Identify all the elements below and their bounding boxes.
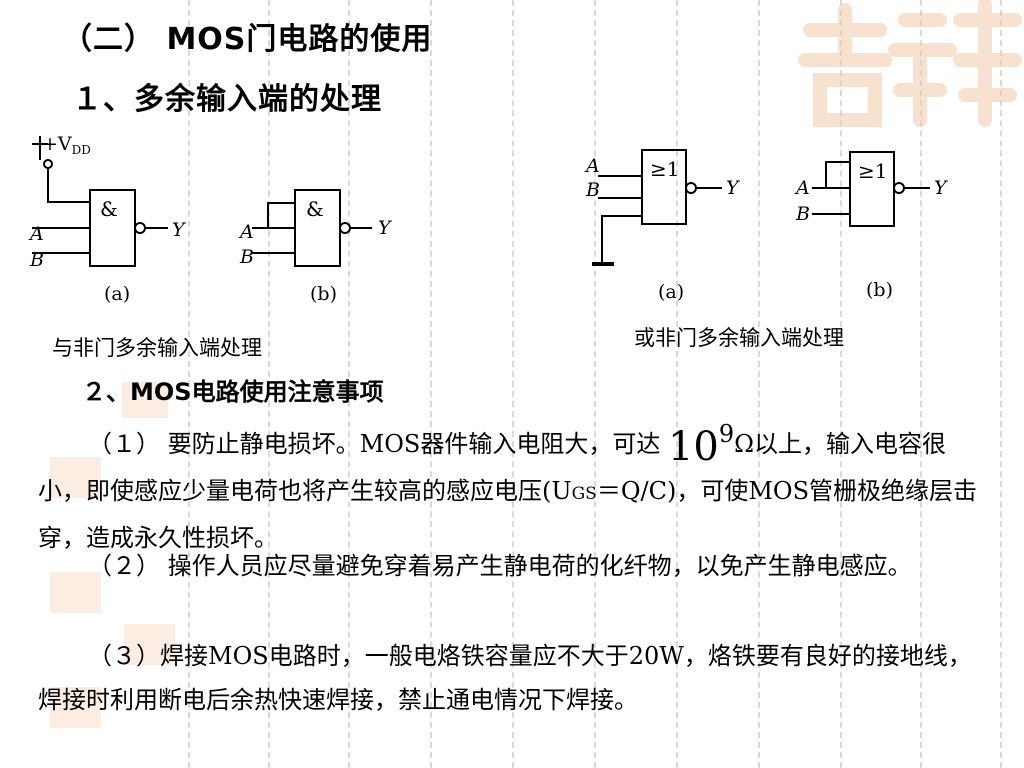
- paragraph-1-part-a: （１） 要防止静电损坏。MOS器件输入电阻大，可达: [88, 430, 668, 458]
- gate-symbol-a: ≥1: [650, 157, 679, 181]
- figure-label-b: (b): [310, 283, 337, 305]
- tied-inputs-wire-b: [825, 161, 850, 188]
- gate-symbol-b: &: [306, 197, 324, 221]
- label-input-a-b: A: [794, 177, 810, 199]
- watermark-seal-small-4: [124, 624, 175, 665]
- label-input-b-b: B: [795, 203, 810, 225]
- section-title: （二） MOS门电路的使用: [62, 22, 433, 57]
- label-output-a: Y: [726, 177, 741, 199]
- vdd-wire: [47, 168, 90, 203]
- section2-title: ２、MOS电路使用注意事项: [82, 378, 384, 406]
- label-input-b-b: B: [239, 246, 254, 268]
- vdd-label: +VDD: [42, 133, 91, 157]
- label-input-a-b: A: [238, 221, 254, 243]
- nand-caption: 与非门多余输入端处理: [52, 336, 262, 360]
- label-input-a-a: A: [28, 223, 44, 245]
- output-bubble-a: [685, 182, 697, 194]
- paragraph-1-part-b: Ω以上，输入电容很小，即使感应少量电荷也将产生较高的感应电压(U: [38, 430, 947, 505]
- paragraph-1: （１） 要防止静电损坏。MOS器件输入电阻大，可达 109Ω以上，输入电容很小，…: [38, 412, 978, 560]
- nand-diagrams: +VDD & A B Y & A B Y (a) (b): [28, 133, 393, 305]
- label-input-b-a: B: [29, 249, 44, 271]
- power-of-ten: 109: [667, 420, 735, 470]
- figure-label-a: (a): [104, 283, 130, 305]
- nor-diagrams: ≥1 A B Y ≥1 A B Y (a) (b): [584, 149, 949, 303]
- nor-caption: 或非门多余输入端处理: [634, 326, 844, 350]
- ground-wire: [601, 215, 642, 264]
- watermark-seal-small-1: [122, 382, 168, 418]
- gate-symbol-a: &: [100, 197, 118, 221]
- figure-label-a: (a): [658, 281, 684, 303]
- label-input-a-a: A: [584, 155, 600, 177]
- watermark-seal-small-5: [50, 687, 101, 728]
- paragraph-1-part-c: ＝Q/C)，可使MOS管栅极绝缘层击穿，造成永久性损坏。: [38, 477, 978, 552]
- subsection-title: １、多余输入端的处理: [72, 82, 382, 117]
- figure-label-b: (b): [866, 279, 893, 301]
- paragraph-3-text: （３）焊接MOS电路时，一般电烙铁容量应不大于20W，烙铁要有良好的接地线，焊接…: [38, 642, 972, 714]
- label-output-b: Y: [378, 217, 393, 239]
- tied-inputs-wire-b: [267, 202, 295, 228]
- paragraph-2-text: （２） 操作人员应尽量避免穿着易产生静电荷的化纤物，以免产生静电感应。: [88, 552, 912, 580]
- watermark-seal-large: [798, 0, 1022, 127]
- paragraph-3: （３）焊接MOS电路时，一般电烙铁容量应不大于20W，烙铁要有良好的接地线，焊接…: [38, 634, 978, 722]
- vdd-terminal: [43, 159, 53, 169]
- output-bubble-b: [893, 182, 905, 194]
- output-bubble-b: [339, 222, 351, 234]
- watermark-seal-small-3: [50, 572, 101, 613]
- label-output-a: Y: [172, 219, 187, 241]
- paragraph-2: （２） 操作人员应尽量避免穿着易产生静电荷的化纤物，以免产生静电感应。: [38, 544, 978, 588]
- label-input-b-a: B: [585, 179, 600, 201]
- output-bubble-a: [134, 222, 146, 234]
- label-output-b: Y: [934, 177, 949, 199]
- gate-symbol-b: ≥1: [858, 159, 887, 183]
- watermark-seal-small-2: [50, 457, 101, 498]
- subscript-gs: GS: [571, 484, 597, 504]
